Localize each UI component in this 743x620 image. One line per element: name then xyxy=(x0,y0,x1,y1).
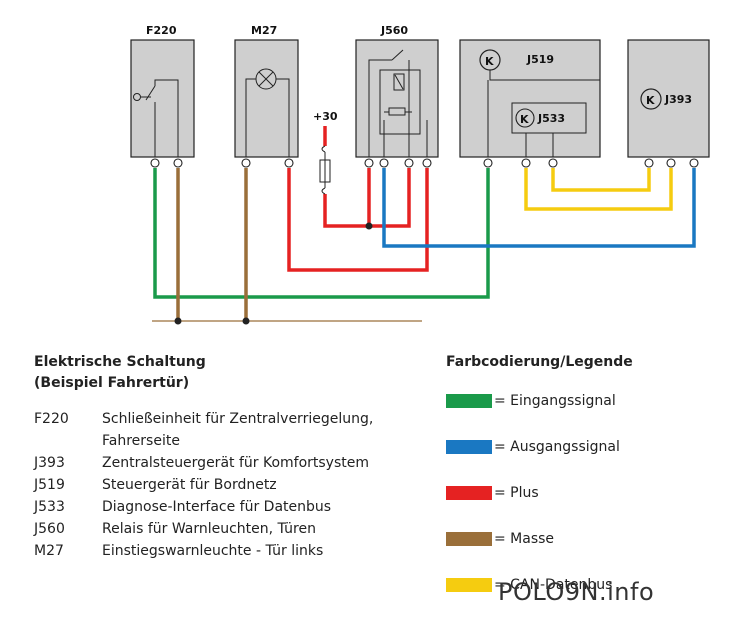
site-watermark: POLO9N.info xyxy=(498,578,655,606)
legend-item: = Masse xyxy=(446,528,736,550)
label-j519: J519 xyxy=(526,53,554,66)
description-item: F220 Schließeinheit für Zentralverriegel… xyxy=(34,408,434,430)
component-j533 xyxy=(511,102,587,134)
description-item: J560 Relais für Warnleuchten, Türen xyxy=(34,518,434,540)
description-item: Fahrerseite xyxy=(34,430,434,452)
item-text: Zentralsteuergerät für Komfortsystem xyxy=(102,455,370,471)
description-title-line1: Elektrische Schaltung xyxy=(34,354,206,370)
wire-plus-feed xyxy=(323,168,411,228)
item-code: J560 xyxy=(34,521,65,537)
item-text: Schließeinheit für Zentralverriegelung, xyxy=(102,411,374,427)
wire-input-signal xyxy=(153,168,490,299)
legend-swatch xyxy=(446,532,492,546)
wire-plus-m27 xyxy=(287,168,429,272)
item-text: Einstiegswarnleuchte - Tür links xyxy=(102,543,324,559)
item-code xyxy=(34,430,102,452)
description-item: J533 Diagnose-Interface für Datenbus xyxy=(34,496,434,518)
item-code: J393 xyxy=(34,455,65,471)
k-symbol-icon: K xyxy=(640,88,662,110)
description-item: J393 Zentralsteuergerät für Komfortsyste… xyxy=(34,452,434,474)
item-text: Diagnose-Interface für Datenbus xyxy=(102,499,332,515)
item-text: Fahrerseite xyxy=(102,433,180,449)
junction-dot xyxy=(365,222,373,230)
description-section: Elektrische Schaltung (Beispiel Fahrertü… xyxy=(34,352,434,562)
junction-dot xyxy=(242,317,250,325)
item-text: Relais für Warnleuchten, Türen xyxy=(102,521,316,537)
relay-icon xyxy=(368,49,428,157)
label-f220: F220 xyxy=(146,24,177,37)
item-code: M27 xyxy=(34,543,64,559)
legend-swatch xyxy=(446,394,492,408)
legend-label: = CAN-Datenbus xyxy=(494,577,613,593)
label-j560: J560 xyxy=(380,24,408,37)
item-text: Steuergerät für Bordnetz xyxy=(102,477,277,493)
svg-text:K: K xyxy=(520,113,529,126)
connector-pins xyxy=(150,158,699,168)
wire-output-signal xyxy=(382,168,696,248)
k-symbol-icon: K xyxy=(515,108,535,128)
svg-text:K: K xyxy=(646,94,655,107)
description-item: M27 Einstiegswarnleuchte - Tür links xyxy=(34,540,434,562)
legend-item: = Eingangssignal xyxy=(446,390,736,412)
legend-item: = Ausgangssignal xyxy=(446,436,736,458)
component-j519 xyxy=(459,39,601,158)
switch-icon xyxy=(133,79,179,157)
supply-label: +30 xyxy=(313,110,338,123)
legend-label: = Eingangssignal xyxy=(494,393,616,409)
j533-leads xyxy=(487,80,554,157)
description-title: Elektrische Schaltung (Beispiel Fahrertü… xyxy=(34,352,434,394)
legend-swatch xyxy=(446,486,492,500)
legend-label: = Plus xyxy=(494,485,539,501)
legend-section: Farbcodierung/Legende = Eingangssignal =… xyxy=(446,352,736,620)
j519-internal-line xyxy=(489,70,600,81)
label-m27: M27 xyxy=(251,24,277,37)
legend-swatch xyxy=(446,440,492,454)
legend-swatch xyxy=(446,578,492,592)
label-j393: J393 xyxy=(664,93,692,106)
svg-text:K: K xyxy=(485,55,494,68)
label-j533: J533 xyxy=(537,112,565,125)
component-f220 xyxy=(130,39,195,158)
item-code: J519 xyxy=(34,477,65,493)
description-item: J519 Steuergerät für Bordnetz xyxy=(34,474,434,496)
item-code: J533 xyxy=(34,499,65,515)
legend-label: = Masse xyxy=(494,531,555,547)
wire-can-outer xyxy=(524,168,673,211)
wire-can-inner xyxy=(551,168,651,192)
legend-item: = Plus xyxy=(446,482,736,504)
wiring-diagram: +30 F220 M27 J560 K J519 K J533 xyxy=(130,24,710,325)
description-title-line2: (Beispiel Fahrertür) xyxy=(34,375,190,391)
legend-item: = CAN-Datenbus xyxy=(446,574,736,596)
fuse-symbol xyxy=(319,145,331,195)
junction-dot xyxy=(174,317,182,325)
lamp-icon xyxy=(245,68,290,157)
item-code: F220 xyxy=(34,411,69,427)
legend-label: = Ausgangssignal xyxy=(494,439,620,455)
component-j560 xyxy=(355,39,439,158)
legend-title: Farbcodierung/Legende xyxy=(446,354,633,370)
